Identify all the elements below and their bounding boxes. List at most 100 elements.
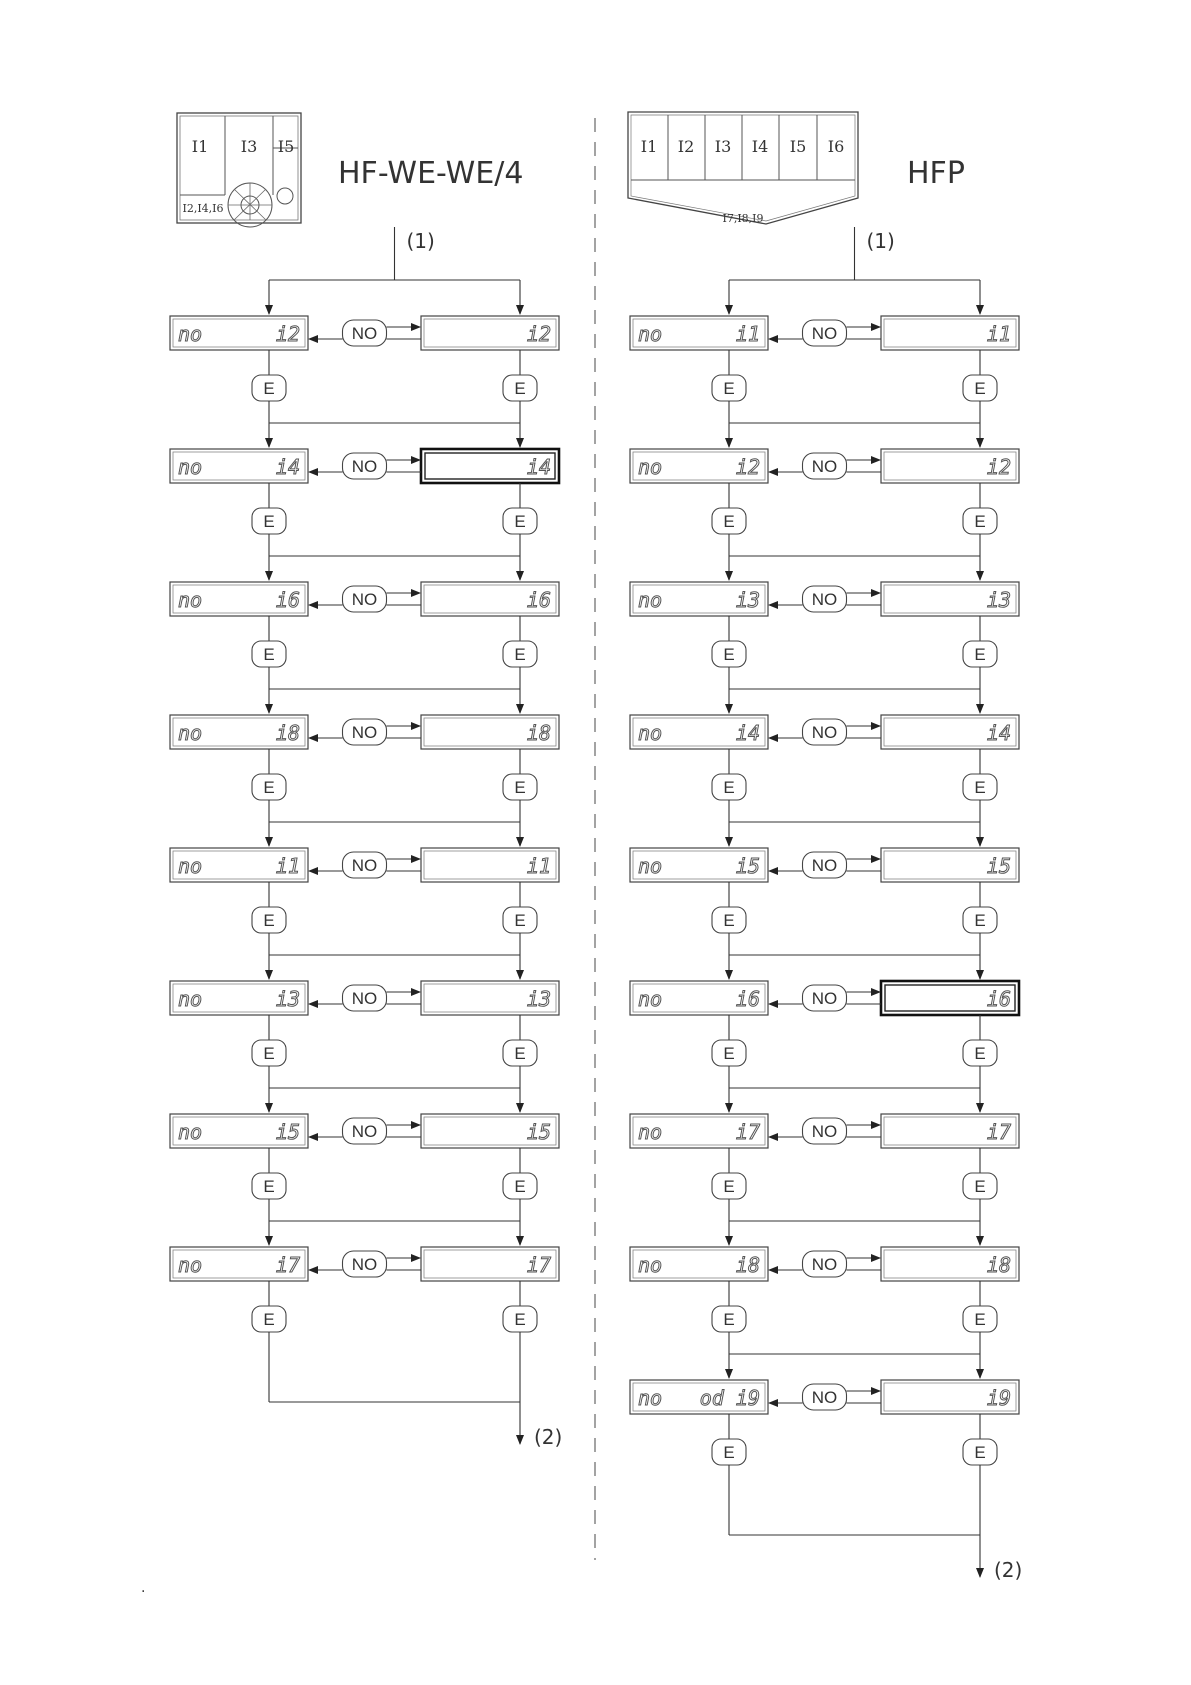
enter-button[interactable]: E xyxy=(711,1438,747,1466)
enter-button[interactable]: E xyxy=(711,640,747,668)
enter-button[interactable]: E xyxy=(502,906,538,934)
no-button[interactable]: NO xyxy=(341,984,388,1012)
enter-button[interactable]: E xyxy=(962,1438,998,1466)
no-button[interactable]: NO xyxy=(341,452,388,480)
enter-button[interactable]: E xyxy=(711,906,747,934)
no-button[interactable]: NO xyxy=(341,319,388,347)
display-box xyxy=(629,1246,769,1282)
left-step-2 xyxy=(169,447,561,485)
right-step-6 xyxy=(629,979,1021,1017)
display-code-text: i7 xyxy=(276,1253,300,1277)
no-button[interactable]: NO xyxy=(801,718,848,746)
display-code-text: i6 xyxy=(527,588,551,612)
display-box xyxy=(169,581,309,617)
display-no-text: no xyxy=(178,721,202,745)
enter-button[interactable]: E xyxy=(251,1039,287,1067)
no-button[interactable]: NO xyxy=(801,851,848,879)
enter-button-label: E xyxy=(723,1044,734,1063)
enter-button[interactable]: E xyxy=(251,507,287,535)
enter-button-label: E xyxy=(974,911,985,930)
no-button[interactable]: NO xyxy=(801,1117,848,1145)
display-box-inner xyxy=(632,1116,766,1146)
enter-button[interactable]: E xyxy=(962,1172,998,1200)
display-code-text: i5 xyxy=(276,1120,300,1144)
right-exit-label: (2) xyxy=(994,1558,1022,1582)
enter-button[interactable]: E xyxy=(502,374,538,402)
display-box xyxy=(420,980,560,1016)
enter-button[interactable]: E xyxy=(711,773,747,801)
enter-button[interactable]: E xyxy=(502,1305,538,1333)
no-button[interactable]: NO xyxy=(341,1117,388,1145)
display-box-active xyxy=(879,979,1021,1017)
no-button[interactable]: NO xyxy=(341,585,388,613)
display-box-inner xyxy=(632,983,766,1013)
no-button-label: NO xyxy=(812,989,838,1008)
enter-button[interactable]: E xyxy=(711,374,747,402)
no-button-label: NO xyxy=(812,1388,838,1407)
no-button[interactable]: NO xyxy=(801,452,848,480)
enter-button[interactable]: E xyxy=(962,906,998,934)
display-no-text: no xyxy=(638,721,662,745)
enter-button[interactable]: E xyxy=(251,640,287,668)
enter-button[interactable]: E xyxy=(711,507,747,535)
enter-button[interactable]: E xyxy=(251,1305,287,1333)
enter-button-label: E xyxy=(263,911,274,930)
display-no-text: no xyxy=(638,1120,662,1144)
enter-button[interactable]: E xyxy=(251,374,287,402)
enter-button[interactable]: E xyxy=(502,773,538,801)
no-button[interactable]: NO xyxy=(801,585,848,613)
display-no-text: no xyxy=(638,322,662,346)
enter-button[interactable]: E xyxy=(711,1305,747,1333)
display-box xyxy=(629,581,769,617)
display-code-text: i3 xyxy=(276,987,300,1011)
display-box xyxy=(169,980,309,1016)
no-button[interactable]: NO xyxy=(801,319,848,347)
enter-button-label: E xyxy=(723,1177,734,1196)
left-entry-label: (1) xyxy=(407,229,435,253)
display-box xyxy=(169,315,309,351)
enter-button[interactable]: E xyxy=(251,906,287,934)
no-button-label: NO xyxy=(812,856,838,875)
display-box xyxy=(420,1246,560,1282)
display-box-inner xyxy=(883,1382,1017,1412)
display-box xyxy=(420,581,560,617)
display-box-inner xyxy=(883,318,1017,348)
enter-button[interactable]: E xyxy=(962,773,998,801)
display-box xyxy=(880,315,1020,351)
no-button[interactable]: NO xyxy=(341,718,388,746)
enter-button[interactable]: E xyxy=(502,1172,538,1200)
enter-button-label: E xyxy=(514,778,525,797)
enter-button[interactable]: E xyxy=(962,374,998,402)
display-box xyxy=(629,980,769,1016)
no-button[interactable]: NO xyxy=(801,1250,848,1278)
display-box-inner xyxy=(423,1116,557,1146)
enter-button[interactable]: E xyxy=(502,507,538,535)
no-button[interactable]: NO xyxy=(801,984,848,1012)
enter-button-label: E xyxy=(974,379,985,398)
left-panel-cell-3: I5 xyxy=(278,137,295,156)
no-button[interactable]: NO xyxy=(341,1250,388,1278)
display-box xyxy=(169,714,309,750)
enter-button[interactable]: E xyxy=(962,1305,998,1333)
display-no-text: no xyxy=(178,987,202,1011)
left-step-5 xyxy=(169,847,560,883)
no-button-label: NO xyxy=(352,590,378,609)
enter-button[interactable]: E xyxy=(251,1172,287,1200)
enter-button[interactable]: E xyxy=(962,640,998,668)
enter-button[interactable]: E xyxy=(962,507,998,535)
no-button-label: NO xyxy=(812,590,838,609)
enter-button[interactable]: E xyxy=(502,1039,538,1067)
display-code-text: i8 xyxy=(276,721,300,745)
enter-button[interactable]: E xyxy=(251,773,287,801)
enter-button-label: E xyxy=(974,1310,985,1329)
enter-button[interactable]: E xyxy=(502,640,538,668)
enter-button[interactable]: E xyxy=(962,1039,998,1067)
enter-button-label: E xyxy=(514,911,525,930)
no-button-label: NO xyxy=(352,989,378,1008)
display-code-text: i4 xyxy=(527,455,551,479)
no-button[interactable]: NO xyxy=(341,851,388,879)
enter-button[interactable]: E xyxy=(711,1172,747,1200)
enter-button[interactable]: E xyxy=(711,1039,747,1067)
no-button[interactable]: NO xyxy=(801,1383,848,1411)
enter-button-label: E xyxy=(263,379,274,398)
